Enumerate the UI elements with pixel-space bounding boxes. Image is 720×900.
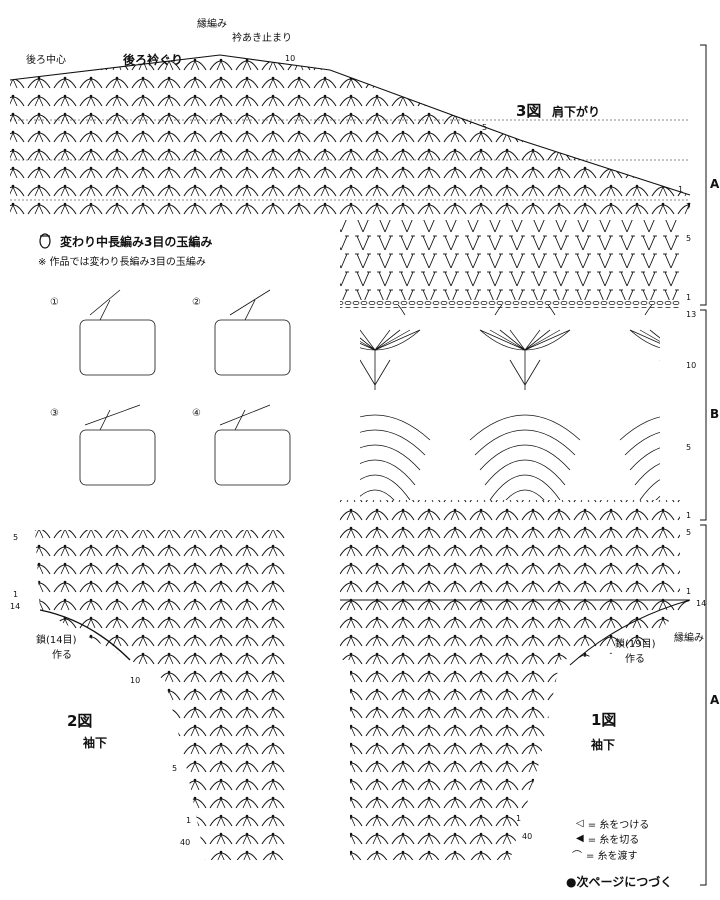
row-count-left: 10 bbox=[130, 676, 141, 685]
legend-cut-yarn: ◀ = 糸を切る bbox=[576, 833, 640, 846]
step-number: ③ bbox=[50, 408, 59, 419]
step2-illustration bbox=[214, 289, 291, 376]
attach-yarn-icon: ◁ bbox=[576, 818, 584, 829]
row-count-center: 40 bbox=[522, 832, 533, 841]
row-count-right: 5 bbox=[686, 234, 692, 243]
stitch-step-illustrations bbox=[79, 289, 291, 486]
section-label-b: B bbox=[710, 407, 720, 421]
row-count-right: 10 bbox=[686, 361, 697, 370]
row-count-left: 1 bbox=[186, 816, 192, 825]
row-count-right: 14 bbox=[696, 599, 707, 608]
figure3-number: 3図 bbox=[516, 102, 542, 120]
legend-carry-yarn: ⌒ = 糸を渡す bbox=[572, 847, 638, 862]
continue-next-page-label: ●次ページにつづく bbox=[566, 875, 673, 889]
row-count-left: 40 bbox=[180, 838, 191, 847]
chain-right-label: 鎖(19目) bbox=[615, 639, 656, 650]
row-count-left: 5 bbox=[13, 533, 19, 542]
step-number: ④ bbox=[192, 408, 201, 419]
row-count-left: 5 bbox=[172, 764, 178, 773]
carry-yarn-icon: ⌒ bbox=[572, 851, 582, 862]
chain-right-make-label: 作る bbox=[625, 654, 645, 665]
step-number: ② bbox=[192, 297, 201, 308]
edging-label: 縁編み bbox=[197, 19, 227, 30]
row-count-center: 1 bbox=[516, 814, 522, 823]
section-label-a-bottom: A bbox=[710, 693, 720, 707]
figure1-body-chart bbox=[340, 220, 691, 860]
row-count-right: 1 bbox=[678, 185, 684, 194]
row-count-right: 5 bbox=[686, 528, 692, 537]
legend-attach-yarn: ◁ = 糸をつける bbox=[576, 818, 650, 831]
figure2-sleeve-chart bbox=[35, 530, 285, 860]
figure2-number: 2図 bbox=[67, 712, 93, 730]
chain-left-make-label: 作る bbox=[52, 650, 72, 661]
figure2-title: 袖下 bbox=[83, 736, 108, 750]
stitch-note-text: ※ 作品では変わり長編み3目の玉編み bbox=[38, 257, 206, 268]
row-count-left: 14 bbox=[10, 602, 21, 611]
row-count-right: 5 bbox=[686, 443, 692, 452]
stitch-note-title: 変わり中長編み3目の玉編み bbox=[60, 235, 213, 249]
step4-illustration bbox=[214, 404, 291, 486]
row-count-center: 5 bbox=[482, 123, 488, 132]
edging-right-label: 縁編み bbox=[674, 633, 704, 644]
cut-yarn-icon: ◀ bbox=[576, 833, 584, 844]
step-number: ① bbox=[50, 297, 59, 308]
row-count-right: 1 bbox=[686, 511, 692, 520]
row-count-left: 1 bbox=[13, 590, 19, 599]
figure3-title: 肩下がり bbox=[552, 105, 601, 119]
section-brackets bbox=[700, 44, 707, 886]
row-count-right: 1 bbox=[686, 587, 692, 596]
step3-illustration bbox=[79, 404, 156, 486]
row-count-right: 13 bbox=[686, 310, 697, 319]
back-neckline-label: 後ろ衿ぐり bbox=[123, 53, 184, 67]
bobble-stitch-symbol-icon bbox=[39, 233, 51, 249]
slit-stop-label: 衿あき止まり bbox=[232, 33, 292, 44]
figure1-title: 袖下 bbox=[591, 738, 616, 752]
section-label-a-top: A bbox=[710, 177, 720, 191]
row-count-right: 7 bbox=[686, 202, 692, 211]
row-count-right: 1 bbox=[686, 293, 692, 302]
figure1-number: 1図 bbox=[591, 711, 617, 729]
row-count-center: 10 bbox=[285, 54, 296, 63]
step1-illustration bbox=[79, 289, 156, 376]
figure3-yoke-chart bbox=[9, 54, 691, 220]
chain-left-label: 鎖(14目) bbox=[36, 635, 77, 646]
back-center-label: 後ろ中心 bbox=[26, 55, 66, 66]
